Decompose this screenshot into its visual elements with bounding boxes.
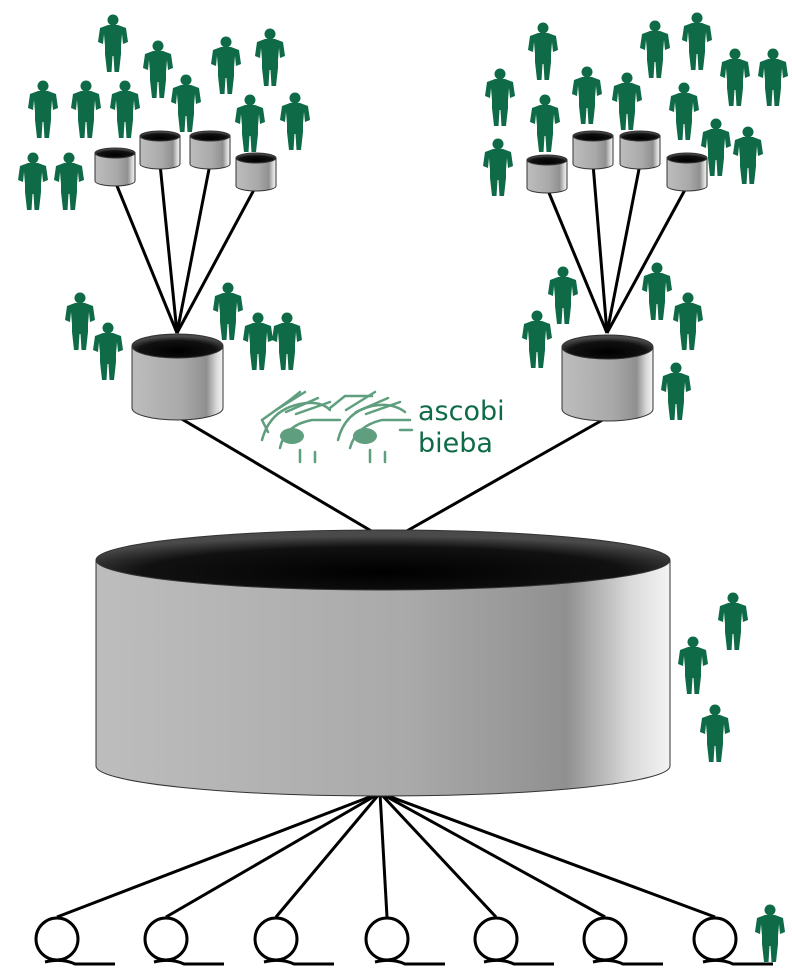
person-icon [255, 28, 285, 86]
connector-line [158, 163, 179, 334]
person-icon [110, 80, 140, 138]
logo-text-bieba: bieba [418, 428, 493, 459]
connector-line [404, 416, 607, 534]
person-icon [280, 92, 310, 150]
small-database-cylinder [572, 130, 614, 170]
person-icon [18, 152, 48, 210]
node-circle-icon [692, 916, 773, 966]
person-icon [54, 152, 84, 210]
small-database-cylinder [139, 130, 181, 170]
connector-line [175, 185, 258, 334]
central-database-cylinder [95, 529, 671, 797]
node-circle-icon [364, 916, 445, 966]
person-icon [640, 20, 670, 78]
connector-line [179, 416, 374, 534]
person-icon [93, 322, 123, 380]
person-icon [548, 266, 578, 324]
person-icon [755, 904, 785, 962]
connector-line [165, 791, 381, 919]
node-circle-icon [582, 916, 663, 966]
person-icon [758, 48, 788, 106]
connector-line [379, 791, 606, 919]
person-icon [243, 312, 273, 370]
small-database-cylinder [526, 154, 568, 194]
person-icon [272, 312, 302, 370]
person-icon [235, 94, 265, 152]
small-database-cylinder [94, 147, 136, 187]
person-icon [143, 40, 173, 98]
connector-line [545, 187, 609, 334]
person-icon [673, 292, 703, 350]
node-circle-icon [253, 916, 334, 966]
person-icon [572, 66, 602, 124]
person-icon [171, 74, 201, 132]
person-icon [485, 68, 515, 126]
logo-emblem-icon [260, 390, 414, 464]
small-database-cylinder [666, 152, 708, 192]
person-icon [661, 362, 691, 420]
connector-line [379, 791, 716, 919]
connector-line [605, 185, 689, 334]
logo-text-ascobi: ascobi [418, 396, 505, 427]
person-icon [71, 80, 101, 138]
database-cylinders [94, 130, 708, 797]
person-icon [720, 48, 750, 106]
person-icon [483, 138, 513, 196]
regional-database-cylinder [561, 334, 654, 422]
ascobi-bieba-logo: ascobi bieba [260, 390, 505, 464]
connector-line [175, 163, 212, 334]
person-icon [530, 94, 560, 152]
person-icon [211, 36, 241, 94]
client-nodes [34, 916, 773, 966]
connector-line [591, 163, 609, 334]
connector-line [113, 180, 179, 334]
person-icon [682, 12, 712, 70]
person-icon [678, 636, 708, 694]
person-icon [522, 310, 552, 368]
connector-line [605, 163, 642, 334]
person-icon [65, 292, 95, 350]
connector-line [56, 791, 381, 919]
connection-lines [56, 163, 716, 919]
person-icon [642, 262, 672, 320]
person-icon [98, 14, 128, 72]
person-icon [718, 592, 748, 650]
connector-line [274, 792, 382, 918]
person-icon [528, 22, 558, 80]
person-icon [669, 82, 699, 140]
connector-line [378, 791, 498, 919]
node-circle-icon [34, 916, 115, 966]
small-database-cylinder [619, 130, 661, 170]
regional-database-cylinder [131, 333, 224, 421]
person-icon [28, 80, 58, 138]
small-database-cylinder [189, 130, 231, 170]
node-circle-icon [143, 916, 224, 966]
person-icon [612, 72, 642, 130]
person-icon [733, 126, 763, 184]
small-database-cylinder [235, 152, 277, 192]
person-icon [700, 704, 730, 762]
person-icon [213, 282, 243, 340]
node-circle-icon [473, 916, 554, 966]
connector-line [378, 792, 389, 918]
